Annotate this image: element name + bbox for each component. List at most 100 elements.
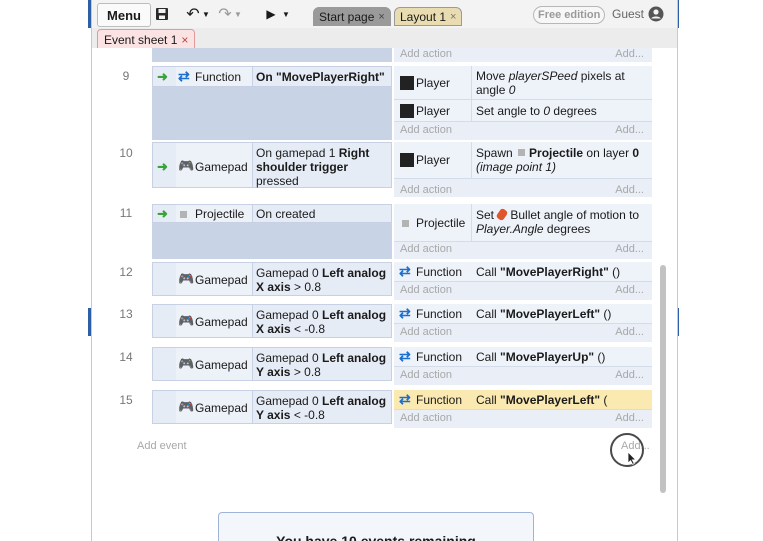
event-13-action-1[interactable]: ⇄ Function Call "MovePlayerLeft" () [394,304,652,324]
add-action-row[interactable]: Add action Add... [394,122,652,140]
event-number: 13 [119,307,133,321]
mouse-cursor-icon [627,451,637,465]
free-edition-badge[interactable]: Free edition [533,6,606,24]
undo-icon[interactable]: ↶ [186,6,200,23]
event-13-condition[interactable]: 🎮 Gamepad Gamepad 0 Left analog X axis <… [152,304,392,338]
add-action-row[interactable]: Add action Add... [394,241,652,259]
condition-text: On gamepad 1 Right shoulder trigger pres… [256,146,391,188]
add-action-link[interactable]: Add action [400,412,452,424]
condition-object-cell[interactable] [176,305,253,337]
action-object-cell[interactable] [394,66,472,99]
projectile-icon [402,220,409,227]
action-text-part: Call [476,265,501,279]
add-action-row[interactable]: Add action Add... [394,48,652,64]
event-9-condition[interactable]: ➜ ⇄ Function On "MovePlayerRight" [152,66,392,87]
action-text-part: Move [476,69,509,83]
action-text: Set angle to 0 degrees [476,104,650,118]
action-text: Call "MovePlayerLeft" () [476,307,650,321]
event-9-action-2[interactable]: Player Set angle to 0 degrees [394,100,652,122]
add-more-link[interactable]: Add... [615,124,644,136]
event-12-condition[interactable]: 🎮 Gamepad Gamepad 0 Left analog X axis >… [152,262,392,296]
tab-start-page[interactable]: Start page × [313,7,391,26]
window-edge-marker-left-lower [88,308,91,336]
close-icon[interactable]: × [378,10,385,23]
add-more-link[interactable]: Add... [615,284,644,296]
function-icon: ⇄ [399,391,411,407]
action-object-cell[interactable] [394,100,472,121]
condition-object-cell[interactable] [176,348,253,380]
event-15-action-1[interactable]: ⇄ Function Call "MovePlayerLeft" ( [394,390,652,410]
redo-icon[interactable]: ↷ [218,6,232,23]
play-dropdown-icon[interactable]: ▼ [282,9,290,19]
event-10-condition[interactable]: ➜ 🎮 Gamepad On gamepad 1 Right shoulder … [152,142,392,188]
event-14-condition[interactable]: 🎮 Gamepad Gamepad 0 Left analog Y axis >… [152,347,392,381]
action-text: Spawn Projectile on layer 0(image point … [476,146,650,174]
condition-object-cell[interactable] [176,391,253,423]
add-action-link[interactable]: Add action [400,243,452,255]
add-action-row[interactable]: Add action Add... [394,410,652,428]
event-10-action-1[interactable]: Player Spawn Projectile on layer 0(image… [394,142,652,179]
add-action-row[interactable]: Add action Add... [394,367,652,385]
event-12-action-1[interactable]: ⇄ Function Call "MovePlayerRight" () [394,262,652,282]
action-text-part: playerSPeed [508,69,578,83]
event-15-condition[interactable]: 🎮 Gamepad Gamepad 0 Left analog Y axis <… [152,390,392,424]
undo-dropdown-icon[interactable]: ▼ [202,9,210,19]
add-action-link[interactable]: Add action [400,284,452,296]
action-text-part: ( [600,393,608,407]
add-more-link[interactable]: Add... [615,184,644,196]
events-remaining-banner: You have 10 events remaining [218,512,534,541]
add-more-link[interactable]: Add... [615,369,644,381]
condition-object-cell[interactable] [176,143,253,187]
condition-text: Gamepad 0 Left analog X axis < -0.8 [256,308,391,336]
add-action-row[interactable]: Add action Add... [394,324,652,342]
event-9-action-1[interactable]: Player Move playerSPeed pixels at angle … [394,66,652,100]
condition-object-cell[interactable] [176,67,253,86]
action-object-cell[interactable] [394,142,472,178]
condition-text-part: Left analog X axis [256,308,387,336]
guest-label[interactable]: Guest [612,7,645,21]
condition-text-value: On "MovePlayerRight" [256,70,385,84]
tab-layout-1[interactable]: Layout 1 × [394,7,463,26]
condition-text: Gamepad 0 Left analog Y axis < -0.8 [256,394,391,422]
menu-button[interactable]: Menu [97,3,151,27]
play-icon[interactable]: ▶ [266,7,276,21]
event-number: 9 [122,69,130,83]
add-more-link[interactable]: Add... [615,412,644,424]
action-object-cell[interactable] [394,204,472,241]
condition-object-label: Function [195,70,242,84]
add-more-link[interactable]: Add... [615,48,644,60]
condition-object-cell[interactable] [176,205,253,222]
user-icon[interactable] [648,6,664,22]
event-11-condition[interactable]: ➜ Projectile On created [152,204,392,223]
add-action-link[interactable]: Add action [400,184,452,196]
save-icon[interactable] [153,3,171,25]
action-text-part: Spawn [476,146,517,160]
action-object-label: Function [416,265,463,279]
condition-object-label: Projectile [195,207,245,221]
bullet-behavior-icon [495,207,509,222]
add-event-link[interactable]: Add event [137,440,187,452]
add-more-link[interactable]: Add... [615,243,644,255]
add-action-link[interactable]: Add action [400,48,452,60]
event-number: 11 [119,206,133,220]
condition-object-cell[interactable] [176,263,253,295]
redo-dropdown-icon[interactable]: ▼ [234,9,242,19]
event-sheet[interactable]: Add action Add... 9 ➜ ⇄ Function On "Mov… [92,48,677,541]
add-action-row[interactable]: Add action Add... [394,282,652,300]
gamepad-icon: 🎮 [178,271,195,286]
add-action-row[interactable]: Add action Add... [394,182,652,200]
close-icon[interactable]: × [450,10,457,23]
add-action-link[interactable]: Add action [400,326,452,338]
event-11-action-1[interactable]: Projectile Set Bullet angle of motion to… [394,204,652,242]
tab-event-sheet-1[interactable]: Event sheet 1 × [97,29,196,49]
condition-object-label: Gamepad [195,160,248,174]
projectile-icon [518,149,526,156]
function-icon: ⇄ [178,68,190,84]
event-14-action-1[interactable]: ⇄ Function Call "MovePlayerUp" () [394,347,652,367]
scrollbar-thumb[interactable] [660,265,666,493]
close-icon[interactable]: × [181,32,189,47]
condition-text-value: On created [256,207,316,221]
add-more-link[interactable]: Add... [615,326,644,338]
add-action-link[interactable]: Add action [400,124,452,136]
add-action-link[interactable]: Add action [400,369,452,381]
